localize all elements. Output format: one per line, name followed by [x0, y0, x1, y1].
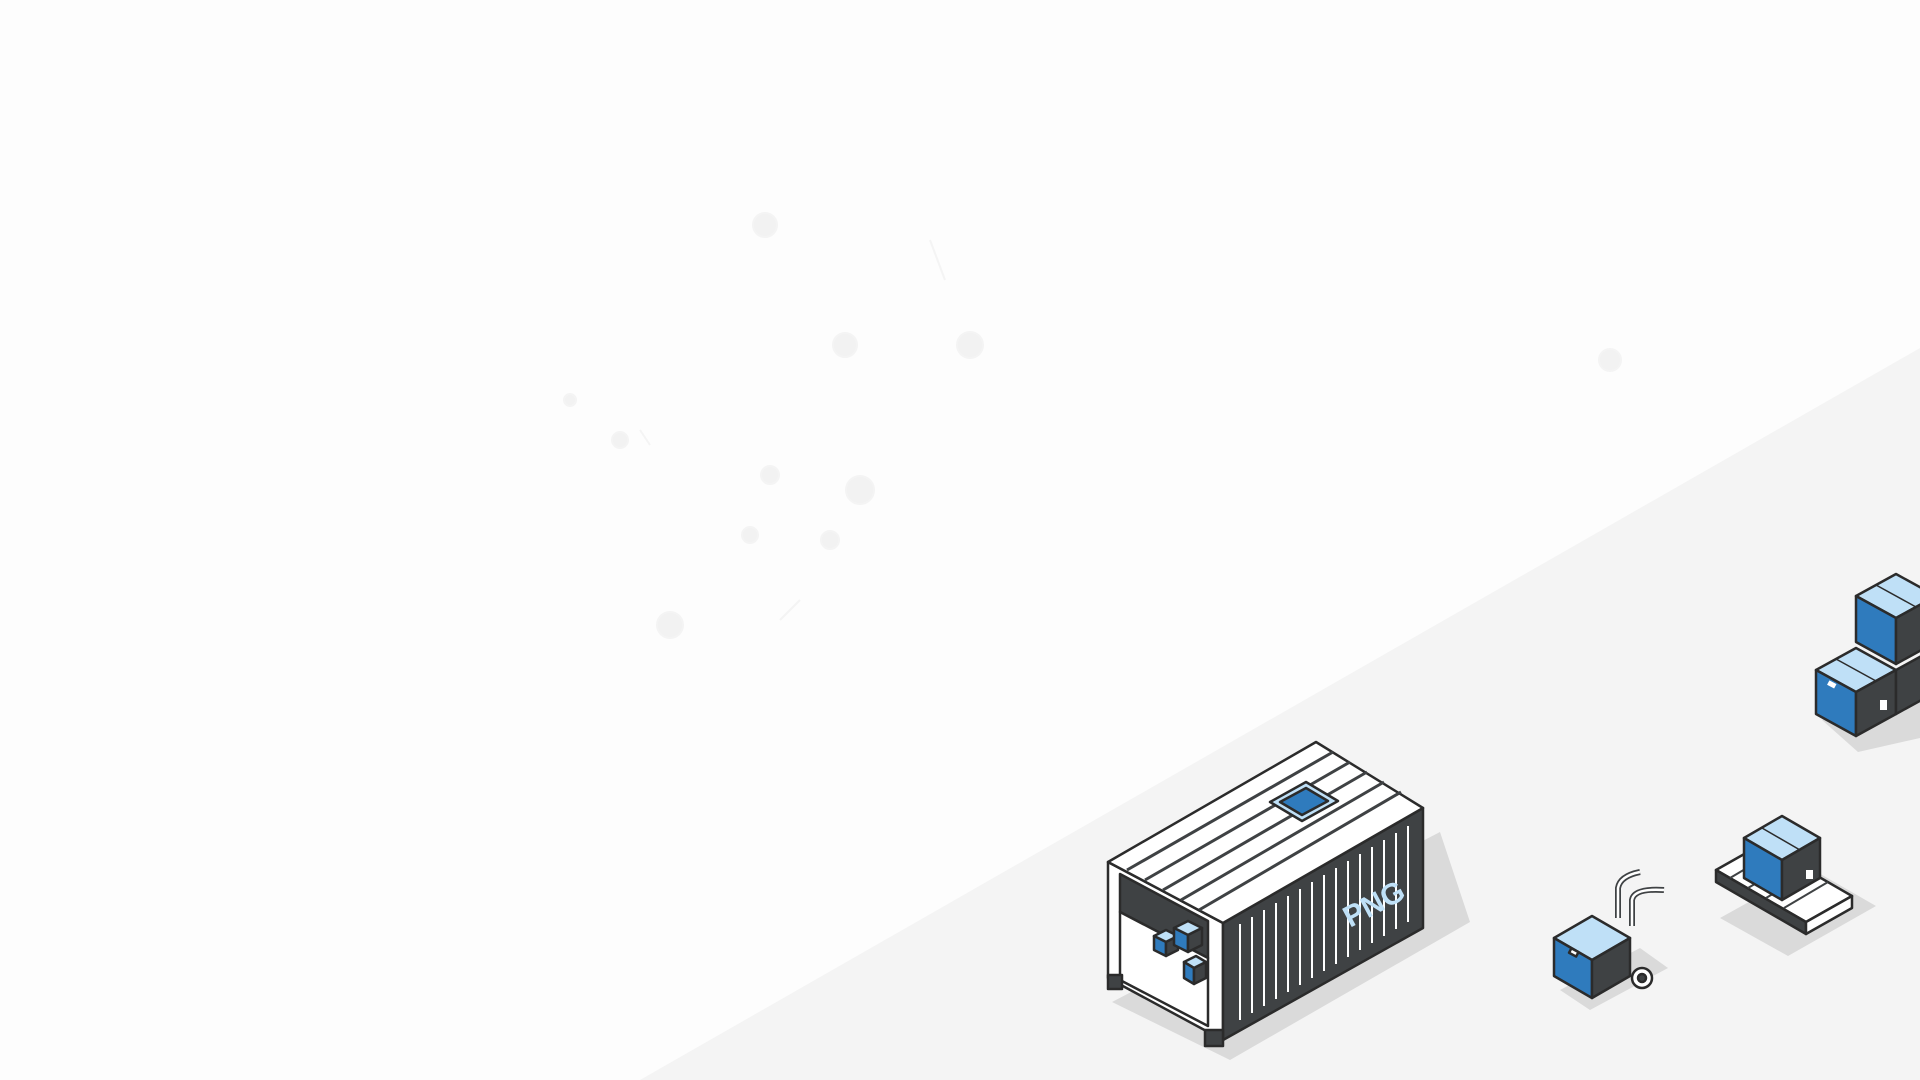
- pallet-box-illustration: [1714, 814, 1876, 956]
- faint-network-dots-decoration: [563, 212, 1622, 639]
- stacked-boxes-illustration: [1814, 572, 1920, 752]
- shipping-container-illustration: [1106, 740, 1470, 1060]
- hand-truck-box-illustration: [1552, 869, 1668, 1010]
- floor-band: [640, 348, 1920, 1080]
